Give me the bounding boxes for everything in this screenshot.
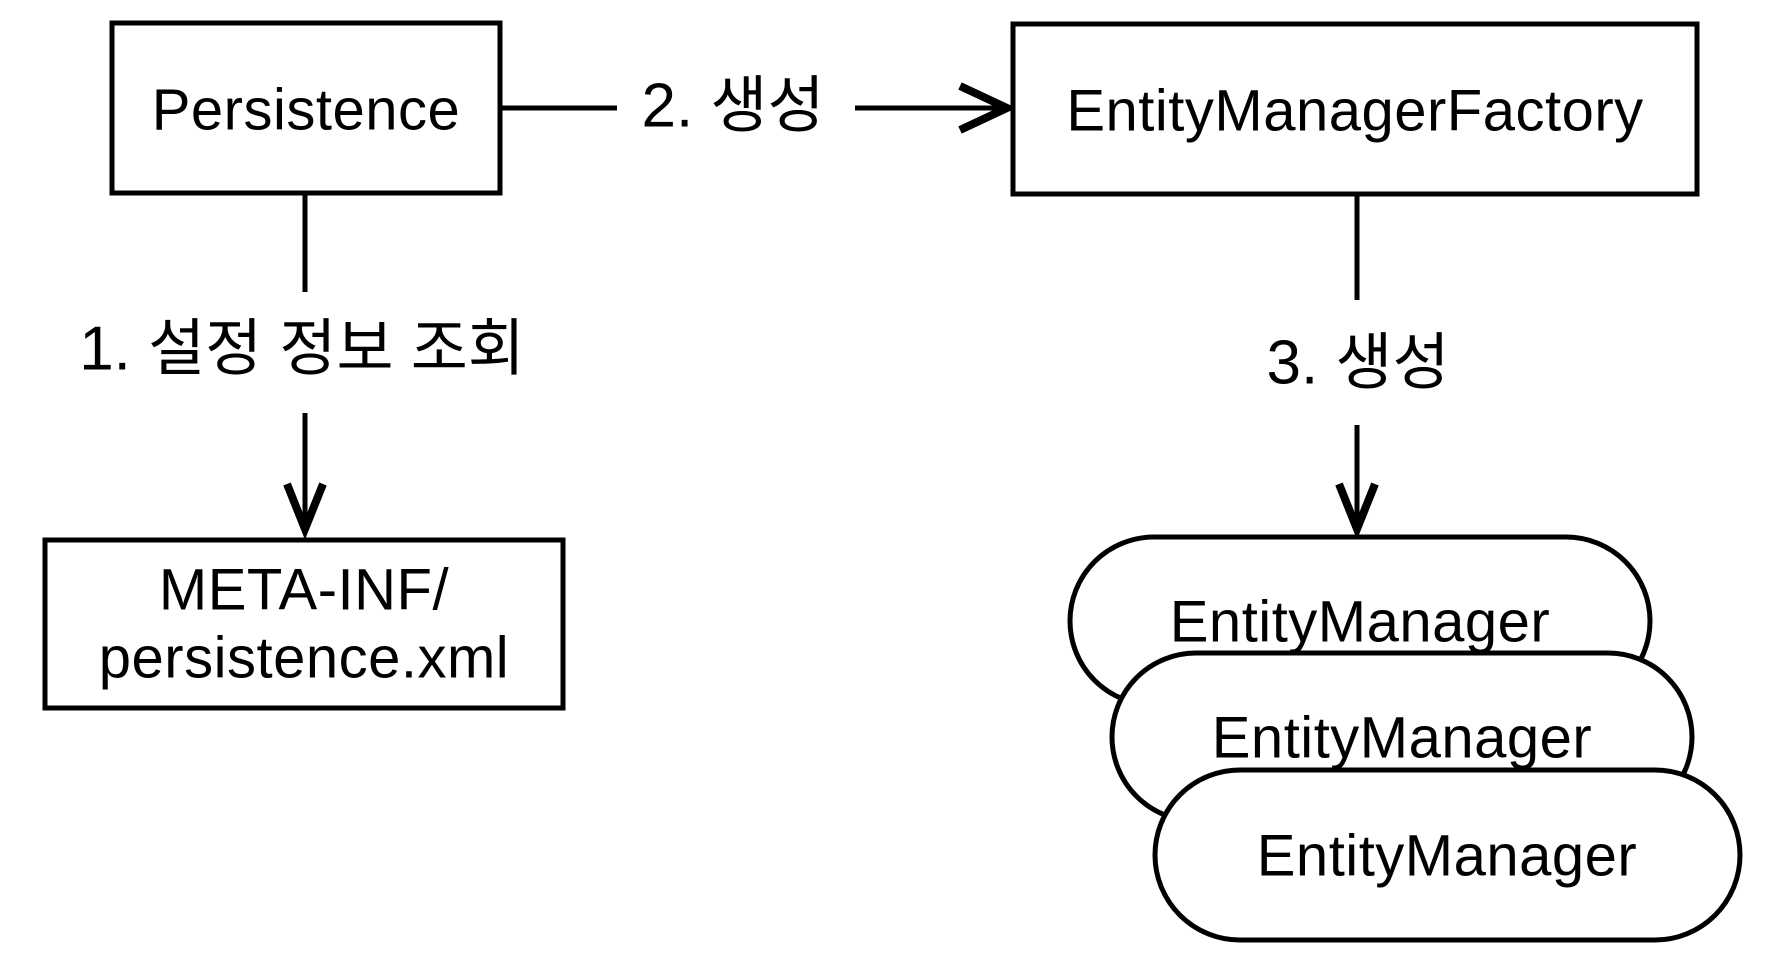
persistence-xml-label-line2: persistence.xml [99, 626, 509, 691]
persistence-xml-label-line1: META-INF/ [159, 558, 450, 623]
entity-manager-label-3: EntityManager [1257, 824, 1637, 889]
entity-manager-stadium-3 [1152, 767, 1743, 943]
entity-manager-label-1: EntityManager [1170, 590, 1550, 655]
entity-manager-label-2: EntityManager [1212, 706, 1592, 771]
step1-arrowhead-icon [283, 482, 327, 540]
persistence-box [109, 20, 503, 196]
step3-edge-label: 3. 생성 [1266, 329, 1449, 398]
persistence-xml-node: META-INF/ persistence.xml [42, 537, 566, 711]
persistence-node: Persistence [109, 20, 503, 196]
entity-manager-node-3: EntityManager [1152, 767, 1743, 943]
persistence-xml-box [42, 537, 566, 711]
entity-manager-factory-node: EntityManagerFactory [1010, 21, 1700, 197]
step2-edge-label: 2. 생성 [641, 72, 824, 141]
step1-edge-label: 1. 설정 정보 조회 [79, 315, 525, 384]
entity-manager-factory-label: EntityManagerFactory [1066, 79, 1643, 144]
step3-arrowhead-icon [1335, 482, 1379, 540]
entity-manager-factory-box [1010, 21, 1700, 197]
step2-arrowhead-icon [958, 82, 1017, 134]
persistence-label: Persistence [152, 78, 461, 143]
